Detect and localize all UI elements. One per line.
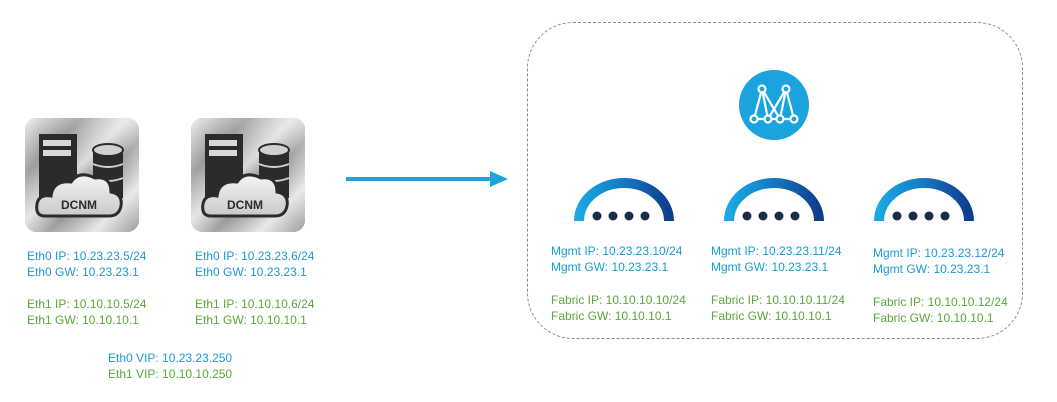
node3-mgmt-gw: Mgmt GW: 10.23.23.1 (873, 262, 991, 276)
node2-mgmt-gw: Mgmt GW: 10.23.23.1 (711, 260, 829, 274)
server2-eth0-gw: Eth0 GW: 10.23.23.1 (195, 265, 307, 279)
server1-eth1-gw: Eth1 GW: 10.10.10.1 (27, 313, 139, 327)
node2-mgmt-ip: Mgmt IP: 10.23.23.11/24 (711, 244, 842, 258)
node1-fabric-ip: Fabric IP: 10.10.10.10/24 (551, 293, 686, 307)
server1-eth0-gw: Eth0 GW: 10.23.23.1 (27, 265, 139, 279)
server2-eth0-ip: Eth0 IP: 10.23.23.6/24 (195, 249, 315, 263)
dcnm-label: DCNM (61, 198, 97, 212)
cluster-node-icon-1 (574, 178, 674, 222)
dcnm-label: DCNM (227, 198, 263, 212)
migration-arrow (346, 171, 508, 187)
node3-mgmt-ip: Mgmt IP: 10.23.23.12/24 (873, 246, 1005, 260)
node1-mgmt-gw: Mgmt GW: 10.23.23.1 (551, 260, 669, 274)
server1-eth0-ip: Eth0 IP: 10.23.23.5/24 (27, 249, 147, 263)
node2-fabric-gw: Fabric GW: 10.10.10.1 (711, 309, 832, 323)
dcnm-server-icon-2: DCNM (191, 118, 305, 232)
node3-fabric-ip: Fabric IP: 10.10.10.12/24 (873, 295, 1008, 309)
server2-eth1-ip: Eth1 IP: 10.10.10.6/24 (195, 297, 315, 311)
node1-fabric-gw: Fabric GW: 10.10.10.1 (551, 309, 672, 323)
node2-fabric-ip: Fabric IP: 10.10.10.11/24 (711, 293, 845, 307)
cluster-node-icon-2 (724, 178, 824, 222)
server2-eth1-gw: Eth1 GW: 10.10.10.1 (195, 313, 307, 327)
node3-fabric-gw: Fabric GW: 10.10.10.1 (873, 311, 994, 325)
dcnm-server-icon-1: DCNM (25, 118, 139, 232)
server1-eth1-ip: Eth1 IP: 10.10.10.5/24 (27, 297, 147, 311)
nexus-dashboard-icon (739, 70, 809, 140)
nexus-dashboard-cluster (527, 22, 1023, 339)
eth1-vip: Eth1 VIP: 10.10.10.250 (108, 367, 233, 381)
cluster-node-icon-3 (874, 178, 974, 222)
node1-mgmt-ip: Mgmt IP: 10.23.23.10/24 (551, 244, 683, 258)
eth0-vip: Eth0 VIP: 10.23.23.250 (108, 351, 233, 365)
